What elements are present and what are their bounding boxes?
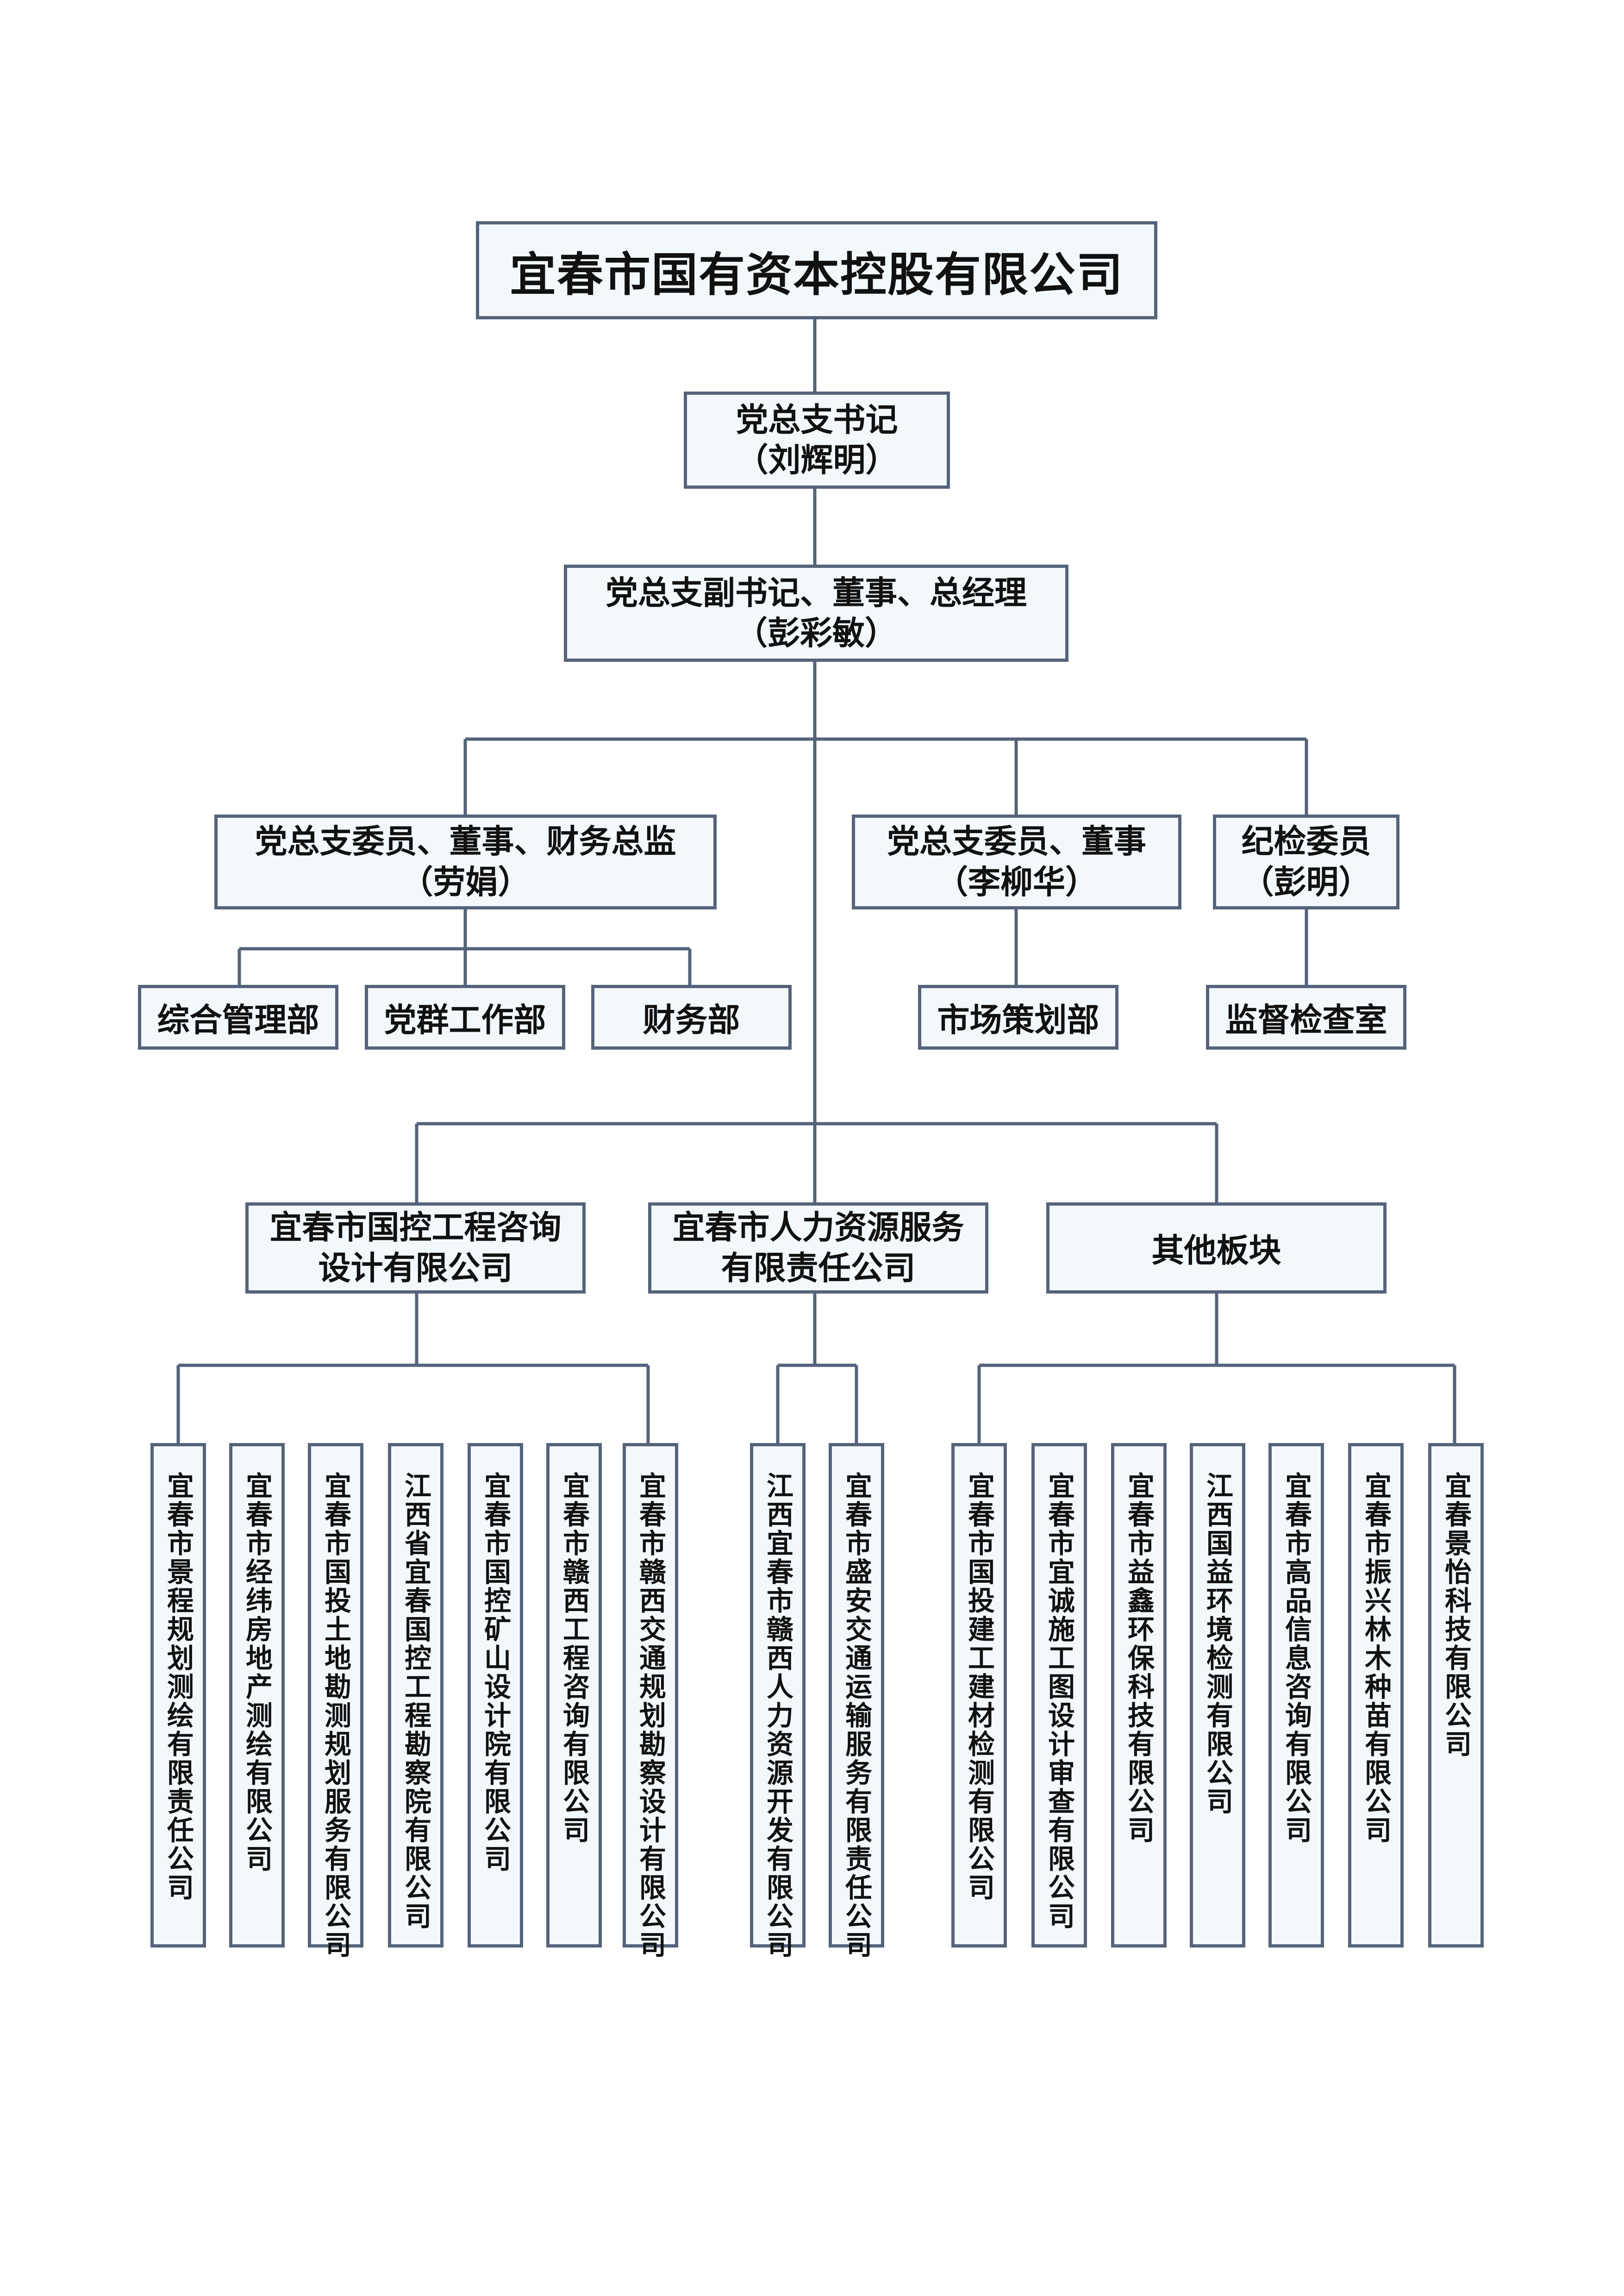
subsidiary-box: 宜春市国投建工建材检测有限公司 [951,1443,1007,1948]
subsidiary-name: 宜春市国投建工建材检测有限公司 [963,1472,995,1902]
subsidiary-name: 宜春市益鑫环保科技有限公司 [1123,1472,1155,1845]
finance-director-name: （劳娟） [400,863,531,901]
subsidiary-box: 江西国益环境检测有限公司 [1190,1443,1245,1948]
subsidiary-box: 宜春市高品信息咨询有限公司 [1268,1443,1324,1948]
finance-director-box: 党总支委员、董事、财务总监 （劳娟） [214,815,717,909]
subsidiary-name: 宜春市宜诚施工图设计审查有限公司 [1043,1472,1075,1931]
company-engineering-consulting: 宜春市国控工程咨询 设计有限公司 [245,1202,586,1294]
discipline-inspector-name: （彭明） [1241,863,1371,901]
subsidiary-name: 宜春市盛安交通运输服务有限责任公司 [841,1472,872,1960]
subsidiary-box: 宜春市国投土地勘测规划服务有限公司 [308,1443,363,1960]
subsidiary-box: 宜春景怡科技有限公司 [1428,1443,1484,1948]
board-director-role: 党总支委员、董事 [887,822,1146,860]
subsidiary-name: 宜春市景程规划测绘有限责任公司 [162,1472,194,1902]
discipline-inspector-box: 纪检委员 （彭明） [1213,815,1399,909]
company-other-sectors: 其他板块 [1046,1202,1387,1294]
department-general-management: 综合管理部 [138,985,338,1050]
department-label: 监督检查室 [1225,1001,1387,1039]
subsidiary-box: 宜春市赣西交通规划勘察设计有限公司 [623,1443,678,1960]
department-finance: 财务部 [591,985,792,1050]
party-secretary-name: （刘辉明） [736,441,898,479]
subsidiary-box: 宜春市宜诚施工图设计审查有限公司 [1031,1443,1087,1948]
company-name-line1: 宜春市人力资源服务 [672,1208,964,1246]
party-secretary-box: 党总支书记 （刘辉明） [684,392,950,489]
subsidiary-box: 宜春市赣西工程咨询有限公司 [546,1443,602,1948]
department-label: 党群工作部 [384,1001,546,1039]
company-name-line2: 设计有限公司 [318,1249,513,1287]
company-name-line2: 有限责任公司 [721,1249,916,1287]
root-company-title: 宜春市国有资本控股有限公司 [510,247,1124,302]
board-director-name: （李柳华） [936,863,1098,901]
subsidiary-name: 宜春景怡科技有限公司 [1440,1472,1472,1759]
subsidiary-box: 宜春市盛安交通运输服务有限责任公司 [829,1443,884,1960]
discipline-inspector-role: 纪检委员 [1241,822,1371,860]
general-manager-name: （彭彩敏） [735,614,897,652]
company-human-resources: 宜春市人力资源服务 有限责任公司 [648,1202,988,1294]
subsidiary-name: 宜春市国控矿山设计院有限公司 [480,1472,511,1873]
party-secretary-role: 党总支书记 [736,400,898,439]
root-company-box: 宜春市国有资本控股有限公司 [476,221,1157,319]
subsidiary-box: 宜春市经纬房地产测绘有限公司 [229,1443,285,1948]
department-party-work: 党群工作部 [365,985,565,1050]
board-director-box: 党总支委员、董事 （李柳华） [852,815,1181,909]
department-label: 市场策划部 [937,1001,1099,1039]
department-label: 综合管理部 [157,1001,319,1039]
subsidiary-name: 江西国益环境检测有限公司 [1202,1472,1233,1816]
department-label: 财务部 [643,1001,740,1039]
subsidiary-name: 宜春市高品信息咨询有限公司 [1280,1472,1312,1845]
subsidiary-name: 江西宜春市赣西人力资源开发有限公司 [762,1472,793,1960]
company-name-line1: 宜春市国控工程咨询 [269,1208,562,1246]
subsidiary-name: 宜春市振兴林木种苗有限公司 [1360,1472,1392,1845]
department-market-planning: 市场策划部 [918,985,1118,1050]
subsidiary-box: 宜春市国控矿山设计院有限公司 [468,1443,523,1948]
subsidiary-box: 江西宜春市赣西人力资源开发有限公司 [750,1443,806,1960]
company-name: 其他板块 [1151,1232,1281,1269]
subsidiary-name: 宜春市赣西交通规划勘察设计有限公司 [635,1472,666,1960]
subsidiary-name: 江西省宜春国控工程勘察院有限公司 [400,1472,431,1931]
finance-director-role: 党总支委员、董事、财务总监 [255,822,676,860]
subsidiary-name: 宜春市国投土地勘测规划服务有限公司 [320,1472,351,1960]
general-manager-box: 党总支副书记、董事、总经理 （彭彩敏） [564,565,1068,662]
subsidiary-name: 宜春市赣西工程咨询有限公司 [558,1472,590,1845]
subsidiary-box: 宜春市益鑫环保科技有限公司 [1111,1443,1167,1948]
department-supervision: 监督检查室 [1206,985,1406,1050]
subsidiary-box: 宜春市振兴林木种苗有限公司 [1348,1443,1404,1948]
subsidiary-box: 宜春市景程规划测绘有限责任公司 [150,1443,206,1948]
subsidiary-name: 宜春市经纬房地产测绘有限公司 [241,1472,273,1873]
general-manager-role: 党总支副书记、董事、总经理 [606,573,1027,612]
subsidiary-box: 江西省宜春国控工程勘察院有限公司 [388,1443,443,1948]
